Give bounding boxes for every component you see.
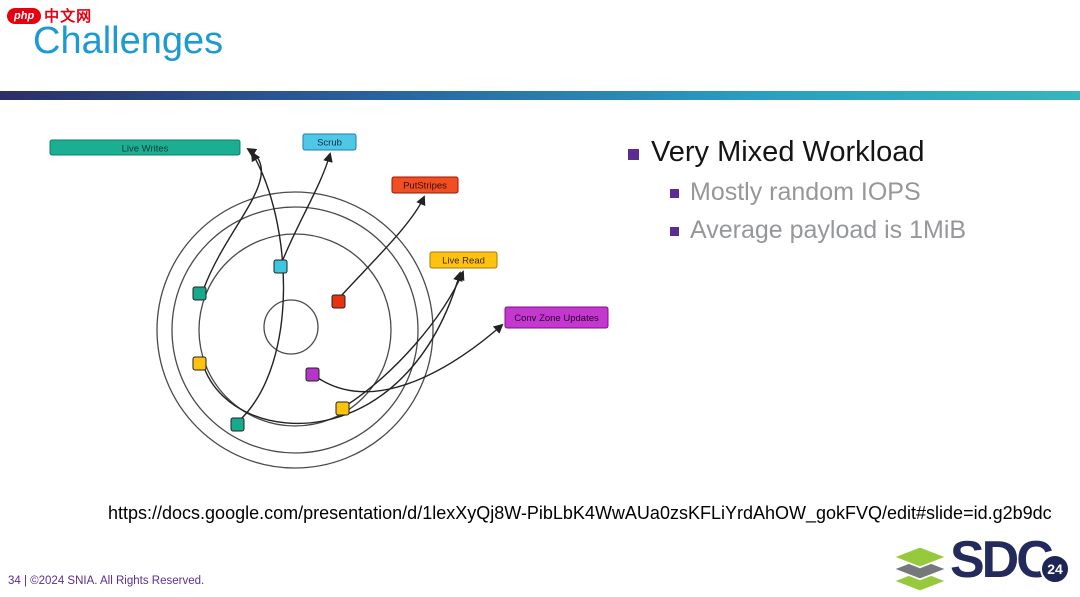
putstripes-label: PutStripes xyxy=(403,181,447,192)
arrow-to-scrub xyxy=(281,152,333,263)
site-logo[interactable]: php 中文网 xyxy=(7,5,92,26)
bullet-square-icon xyxy=(670,189,679,198)
live-writes-label: Live Writes xyxy=(122,144,169,155)
live-writes-square xyxy=(230,417,245,432)
site-logo-label: 中文网 xyxy=(44,8,93,25)
live-read-square xyxy=(192,356,207,371)
source-url: https://docs.google.com/presentation/d/1… xyxy=(108,503,1052,523)
php-logo-icon: php xyxy=(7,7,42,24)
layers-icon xyxy=(891,545,949,593)
conv-zone-square xyxy=(305,367,320,382)
arrow-to-putstripes xyxy=(340,195,426,297)
live-read-label: Live Read xyxy=(442,256,485,267)
bullet-square-icon xyxy=(670,227,679,236)
bullet-sub-text: Average payload is 1MiB xyxy=(690,216,967,244)
sdc-logo-text: SDC xyxy=(950,531,1054,589)
putstripes-label-box xyxy=(391,176,459,194)
bullet-main-text: Very Mixed Workload xyxy=(651,136,925,168)
arrow-to-live-read xyxy=(204,271,463,425)
title-divider xyxy=(0,91,1080,100)
live-read-square xyxy=(335,401,350,416)
bullet-square-icon xyxy=(628,149,639,160)
live-writes-square xyxy=(192,286,207,301)
bullet-sub: Average payload is 1MiB xyxy=(670,216,1068,245)
bullet-list: Very Mixed Workload Mostly random IOPS A… xyxy=(628,136,1068,245)
conv-zone-label-box xyxy=(504,306,609,329)
arrow-to-live-read xyxy=(346,270,465,406)
workload-diagram: Live Writes Scrub PutStripes Live Read C… xyxy=(49,133,609,469)
scrub-label-box xyxy=(302,133,357,151)
live-writes-label-box xyxy=(49,139,241,156)
sdc-year-badge: 24 xyxy=(1040,554,1070,584)
conv-zone-label: Conv Zone Updates xyxy=(514,313,599,324)
putstripes-square xyxy=(331,294,346,309)
page-title: Challenges xyxy=(33,20,224,62)
live-read-label-box xyxy=(429,251,498,269)
workload-labels: Live Writes Scrub PutStripes Live Read C… xyxy=(49,133,609,329)
sdc-logo: SDC 24 xyxy=(890,531,1080,597)
arrow-to-live-writes xyxy=(239,151,285,421)
bullet-main: Very Mixed Workload xyxy=(628,136,1068,169)
arrow-to-conv-zone xyxy=(317,323,504,393)
scrub-label: Scrub xyxy=(317,138,342,149)
copyright-text: 34 | ©2024 SNIA. All Rights Reserved. xyxy=(8,575,205,587)
bullet-sub-text: Mostly random IOPS xyxy=(690,178,921,206)
bullet-sub: Mostly random IOPS xyxy=(670,178,1068,207)
workload-arrows xyxy=(203,147,504,425)
scrub-square xyxy=(273,259,288,274)
workload-squares xyxy=(192,259,350,432)
